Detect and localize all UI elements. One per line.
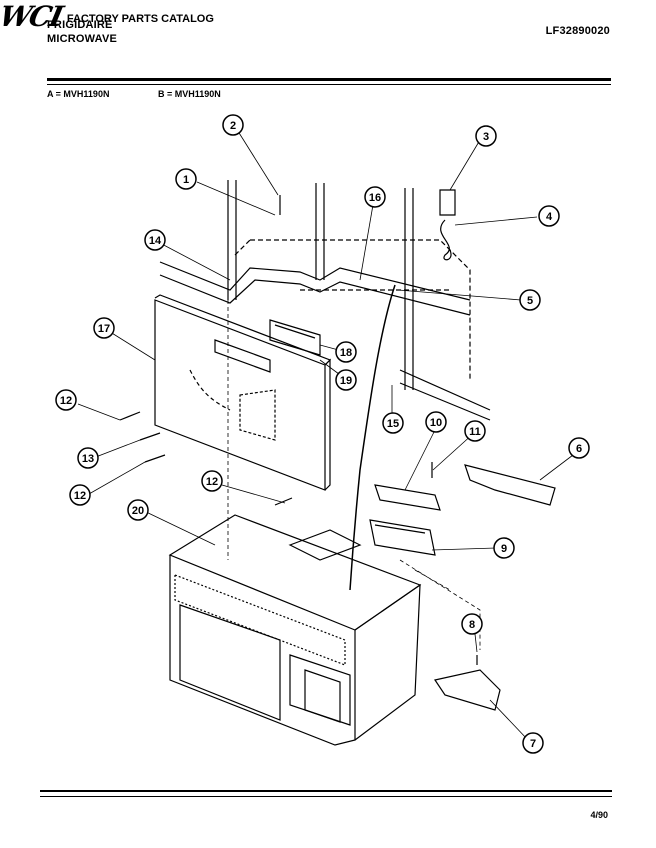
catalog-number: LF32890020	[545, 25, 610, 37]
power-cord	[349, 284, 396, 591]
svg-text:9: 9	[501, 543, 507, 555]
svg-text:15: 15	[387, 418, 399, 430]
callout-13: 13	[77, 447, 99, 469]
svg-text:16: 16	[369, 192, 381, 204]
rear-duct-cover	[434, 669, 501, 711]
callout-11: 11	[464, 420, 486, 442]
svg-text:8: 8	[469, 619, 475, 631]
model-list: A = MVH1190N B = MVH1190N	[47, 89, 267, 99]
charcoal-filter	[369, 519, 436, 556]
svg-text:13: 13	[82, 453, 94, 465]
callout-20: 20	[127, 499, 149, 521]
callout-2: 2	[222, 114, 244, 136]
footer-rule-thin	[40, 796, 612, 797]
wall-cabinet-studs	[159, 180, 491, 421]
svg-text:10: 10	[430, 417, 442, 429]
header-rule-thin	[47, 84, 611, 85]
callout-3: 3	[475, 125, 497, 147]
assembly-guide-lines	[227, 300, 481, 650]
model-b: B = MVH1190N	[157, 89, 221, 99]
callout-6: 6	[568, 437, 590, 459]
brand-block: FRIGIDAIRE MICROWAVE	[47, 18, 117, 46]
page-number: 4/90	[590, 810, 608, 820]
svg-text:7: 7	[530, 738, 536, 750]
callout-16: 16	[364, 186, 386, 208]
catalog-title: FACTORY PARTS CATALOG	[66, 12, 214, 25]
callout-14: 14	[144, 229, 166, 251]
top-duct-cover	[464, 464, 556, 506]
callout-8: 8	[461, 613, 483, 635]
callout-5: 5	[519, 289, 541, 311]
callout-15: 15	[382, 412, 404, 434]
callout-9: 9	[493, 537, 515, 559]
svg-text:20: 20	[132, 505, 144, 517]
damper-bracket	[269, 319, 321, 356]
svg-text:11: 11	[469, 426, 481, 438]
callout-12b: 12	[201, 470, 223, 492]
callout-1: 1	[175, 168, 197, 190]
brand-name: FRIGIDAIRE	[47, 19, 113, 31]
svg-text:12: 12	[60, 395, 72, 407]
callout-17: 17	[93, 317, 115, 339]
callouts: 1 2 3 4 5 6 7 8 9 10 11 12 12 12 13 14 1…	[55, 114, 590, 754]
svg-text:1: 1	[183, 174, 189, 186]
footer-rule	[40, 790, 612, 792]
header-rule	[47, 78, 611, 81]
callout-4: 4	[538, 205, 560, 227]
callout-10: 10	[425, 411, 447, 433]
svg-text:3: 3	[483, 131, 489, 143]
svg-text:19: 19	[340, 375, 352, 387]
svg-text:14: 14	[149, 235, 162, 247]
svg-text:4: 4	[546, 211, 553, 223]
callout-12a: 12	[55, 389, 77, 411]
screws	[119, 195, 478, 665]
model-a: A = MVH1190N	[47, 89, 110, 99]
svg-text:6: 6	[576, 443, 582, 455]
microwave-oven-body	[168, 514, 422, 746]
product-type: MICROWAVE	[47, 33, 118, 45]
svg-text:2: 2	[230, 120, 236, 132]
leader-lines	[77, 127, 578, 741]
grease-filter	[374, 484, 441, 511]
callout-18: 18	[335, 341, 357, 363]
callout-12c: 12	[69, 484, 91, 506]
catalog-heading: WCI FACTORY PARTS CATALOG	[0, 0, 656, 33]
svg-text:12: 12	[74, 490, 86, 502]
svg-text:17: 17	[98, 323, 110, 335]
callout-19: 19	[335, 369, 357, 391]
svg-text:18: 18	[340, 347, 352, 359]
svg-text:12: 12	[206, 476, 218, 488]
callout-7: 7	[522, 732, 544, 754]
mounting-plate	[154, 294, 332, 491]
svg-text:5: 5	[527, 295, 533, 307]
